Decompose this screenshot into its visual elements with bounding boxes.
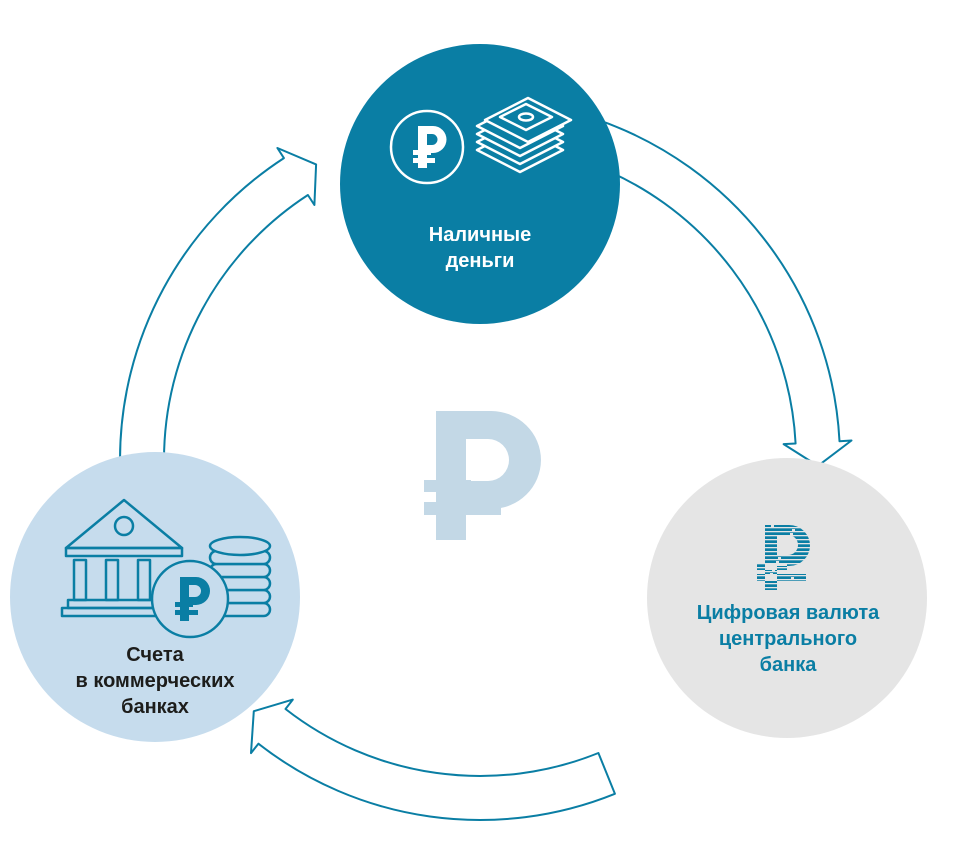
node-cbdc-label-line: центрального [718, 628, 858, 650]
node-cash [340, 44, 620, 324]
node-cbdc-label-line: Цифровая валюта [696, 602, 880, 624]
arrow-cash-to-cbdc [581, 118, 853, 467]
node-cbdc-circle [647, 458, 927, 738]
node-cash-circle [340, 44, 620, 324]
arrow-bank-to-cash [119, 147, 318, 461]
node-cash-label: Наличные деньги [380, 222, 580, 274]
node-bank-label-line: Счета [126, 644, 184, 666]
arrow-cbdc-to-bank [250, 698, 616, 822]
ruble-watermark-icon [424, 411, 541, 540]
node-bank-label-line: в коммерческих [75, 670, 235, 692]
node-cash-label-line: Наличные [428, 224, 532, 246]
node-cbdc-label: Цифровая валюта центрального банка [668, 600, 908, 678]
banknote-stack-icon [475, 96, 573, 174]
digital-ruble-icon [740, 525, 825, 590]
node-cbdc [647, 458, 927, 738]
node-cash-label-line: деньги [445, 250, 515, 272]
node-bank-accounts [10, 452, 300, 742]
ruble-coin-icon [389, 109, 465, 185]
node-cbdc-label-line: банка [759, 654, 817, 676]
ruble-coin-icon [150, 559, 230, 639]
node-bank-label: Счета в коммерческих банках [40, 642, 270, 720]
node-bank-label-line: банках [121, 696, 189, 718]
